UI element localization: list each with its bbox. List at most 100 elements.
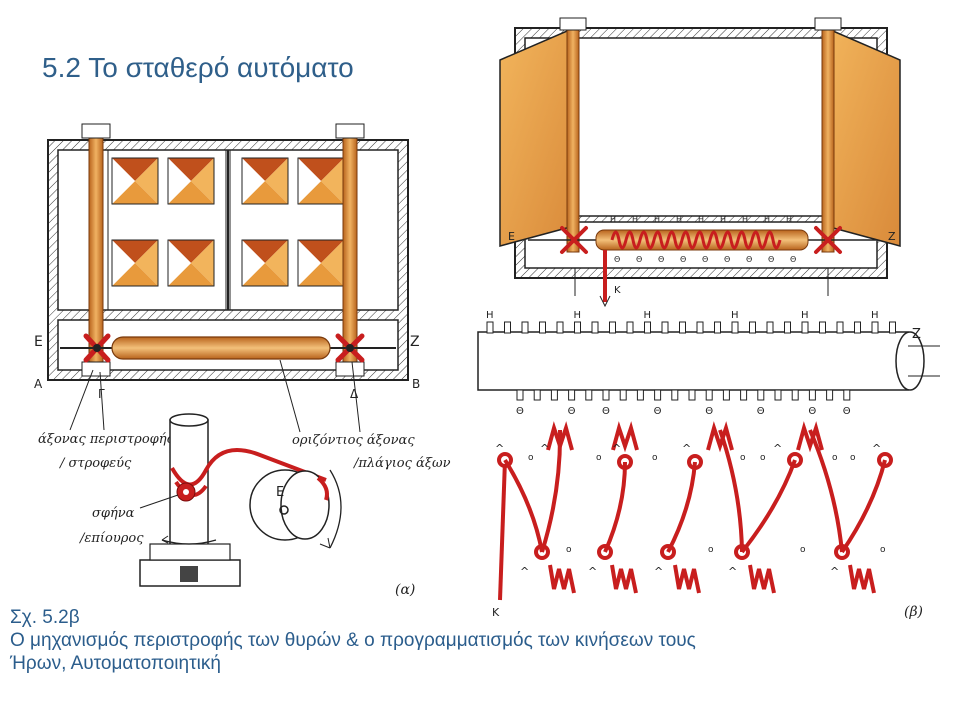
lower-peg [843, 389, 851, 401]
front-mark-theta: Θ [746, 255, 752, 264]
rope-zigzag [610, 564, 638, 594]
detail-b-tag: (β) [904, 604, 923, 620]
dot-mark: o [760, 453, 766, 463]
lower-peg [636, 389, 644, 401]
upper-peg [644, 321, 651, 334]
plan-letter-e: Ε [34, 334, 43, 350]
rope-zigzag [546, 421, 574, 453]
lower-peg [740, 389, 748, 401]
plan-letter-z: Ζ [410, 334, 420, 350]
plan-letter-a: Α [34, 377, 43, 391]
front-mark-theta: Θ [636, 255, 642, 264]
lower-peg [654, 389, 662, 401]
label-peg-sub: /επίουρος [78, 531, 144, 546]
caret-mark: ^ [728, 565, 737, 578]
detail-a-tag: (α) [395, 582, 415, 598]
rope-zigzag [548, 564, 576, 594]
lower-peg [533, 389, 541, 401]
front-mark-h: Η [786, 215, 792, 224]
caret-mark: ^ [520, 565, 529, 578]
caret-mark: ^ [588, 565, 597, 578]
upper-peg [486, 321, 494, 334]
rope-zigzag [706, 421, 734, 453]
front-mark-theta: Θ [614, 255, 620, 264]
upper-peg [679, 321, 686, 334]
front-mark-h: Η [610, 215, 616, 224]
upper-peg [889, 321, 896, 334]
lower-peg-label: Θ [808, 406, 816, 417]
upper-peg [714, 321, 721, 334]
lower-peg [688, 389, 696, 401]
front-mark-theta: Θ [680, 255, 686, 264]
lower-peg [722, 389, 730, 401]
pyramid-panel [297, 157, 345, 205]
rope-zigzag [673, 564, 701, 594]
front-mark-h: Η [632, 215, 638, 224]
upper-peg [609, 321, 616, 334]
upper-peg [766, 321, 774, 334]
upper-peg-label: Η [644, 310, 652, 321]
slide-title: 5.2 Το σταθερό αυτόματο [42, 52, 354, 83]
dot-mark: o [832, 453, 838, 463]
upper-peg [854, 321, 861, 334]
rope-strand [498, 459, 507, 601]
lower-peg [550, 389, 558, 401]
dot-mark: o [880, 545, 886, 555]
lower-peg [671, 389, 679, 401]
label-side-axle: /πλάγιος άξων [352, 456, 451, 471]
detail-b-z: Ζ [912, 327, 921, 342]
rope-zigzag [796, 421, 824, 453]
front-letter-z: Ζ [888, 230, 896, 243]
caret-mark: ^ [682, 442, 691, 455]
lower-peg [705, 389, 713, 401]
lower-peg [602, 389, 610, 401]
rope-zigzag [848, 564, 876, 594]
lower-peg-label: Θ [654, 406, 662, 417]
label-horizontal-axis: οριζόντιος άξονας [292, 433, 415, 448]
pyramid-panel [111, 239, 159, 287]
upper-peg [696, 321, 704, 334]
dot-mark: o [708, 545, 714, 555]
upper-peg [731, 321, 739, 334]
upper-peg [749, 321, 756, 334]
front-letter-k: Κ [614, 285, 621, 296]
lower-peg-label: Θ [516, 406, 524, 417]
front-mark-h: Η [764, 215, 770, 224]
label-hinge: / στροφεύς [58, 456, 132, 471]
rope-zigzag [748, 564, 776, 594]
caret-mark: ^ [495, 442, 504, 455]
upper-peg-label: Η [801, 310, 809, 321]
caret-mark: ^ [540, 442, 549, 455]
pyramid-panel [297, 239, 345, 287]
pyramid-panel [241, 157, 289, 205]
dot-mark: o [596, 453, 602, 463]
pyramid-panel [167, 157, 215, 205]
upper-peg [574, 321, 581, 334]
front-mark-theta: Θ [658, 255, 664, 264]
rope-strand [808, 429, 844, 553]
caret-mark: ^ [654, 565, 663, 578]
lower-peg [791, 389, 799, 401]
front-mark-h: Η [742, 215, 748, 224]
upper-peg [556, 321, 564, 334]
dot-mark: o [740, 453, 746, 463]
rope-strand [718, 429, 744, 553]
lower-peg [826, 389, 834, 401]
upper-peg [871, 321, 879, 334]
lower-peg-label: Θ [843, 406, 851, 417]
lower-peg-label: Θ [568, 406, 576, 417]
caret-mark: ^ [612, 442, 621, 455]
figure-caption: Σχ. 5.2β Ο μηχανισμός περιστροφής των θυ… [10, 606, 696, 675]
front-mark-h: Η [720, 215, 726, 224]
front-mark-h: Η [654, 215, 660, 224]
detail-a: Ε σφήνα /επίουρος (α) [78, 413, 415, 598]
pyramid-panel [241, 239, 289, 287]
lower-peg [774, 389, 782, 401]
upper-peg [836, 321, 844, 334]
lower-peg [568, 389, 576, 401]
lower-peg-label: Θ [602, 406, 610, 417]
